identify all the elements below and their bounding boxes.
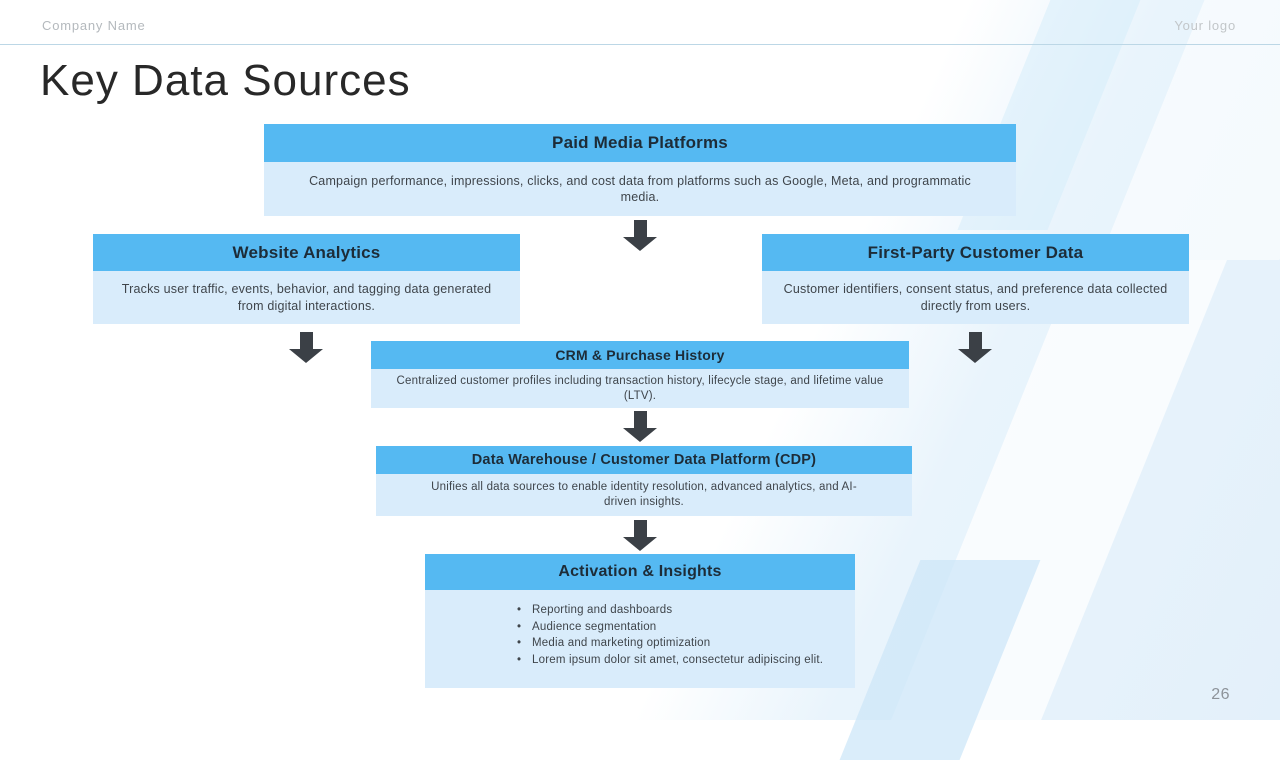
box-bullet-list: Reporting and dashboards Audience segmen… [425,590,855,688]
page-number: 26 [1211,686,1230,703]
bullet-item: Audience segmentation [517,620,839,635]
box-description: Centralized customer profiles including … [371,369,909,408]
bullet-item: Media and marketing optimization [517,636,839,651]
down-arrow-icon [623,220,657,251]
box-description: Unifies all data sources to enable ident… [376,474,912,516]
down-arrow-icon [623,411,657,442]
box-description: Tracks user traffic, events, behavior, a… [93,271,520,324]
box-title: Data Warehouse / Customer Data Platform … [376,446,912,474]
down-arrow-icon [958,332,992,363]
box-crm-purchase-history: CRM & Purchase History Centralized custo… [371,341,909,408]
header-divider [0,44,1280,45]
box-title: First-Party Customer Data [762,234,1189,271]
down-arrow-icon [289,332,323,363]
bullet-item: Reporting and dashboards [517,603,839,618]
box-activation-insights: Activation & Insights Reporting and dash… [425,554,855,688]
box-title: Activation & Insights [425,554,855,590]
box-description: Customer identifiers, consent status, an… [762,271,1189,324]
box-website-analytics: Website Analytics Tracks user traffic, e… [93,234,520,324]
box-title: CRM & Purchase History [371,341,909,369]
box-description: Campaign performance, impressions, click… [264,162,1016,216]
bullet-item: Lorem ipsum dolor sit amet, consectetur … [517,653,839,668]
box-first-party-customer-data: First-Party Customer Data Customer ident… [762,234,1189,324]
page-title: Key Data Sources [40,56,411,105]
logo-placeholder: Your logo [1174,18,1236,33]
box-title: Paid Media Platforms [264,124,1016,162]
box-paid-media-platforms: Paid Media Platforms Campaign performanc… [264,124,1016,216]
box-data-warehouse-cdp: Data Warehouse / Customer Data Platform … [376,446,912,516]
down-arrow-icon [623,520,657,551]
company-name: Company Name [42,18,146,33]
box-title: Website Analytics [93,234,520,271]
